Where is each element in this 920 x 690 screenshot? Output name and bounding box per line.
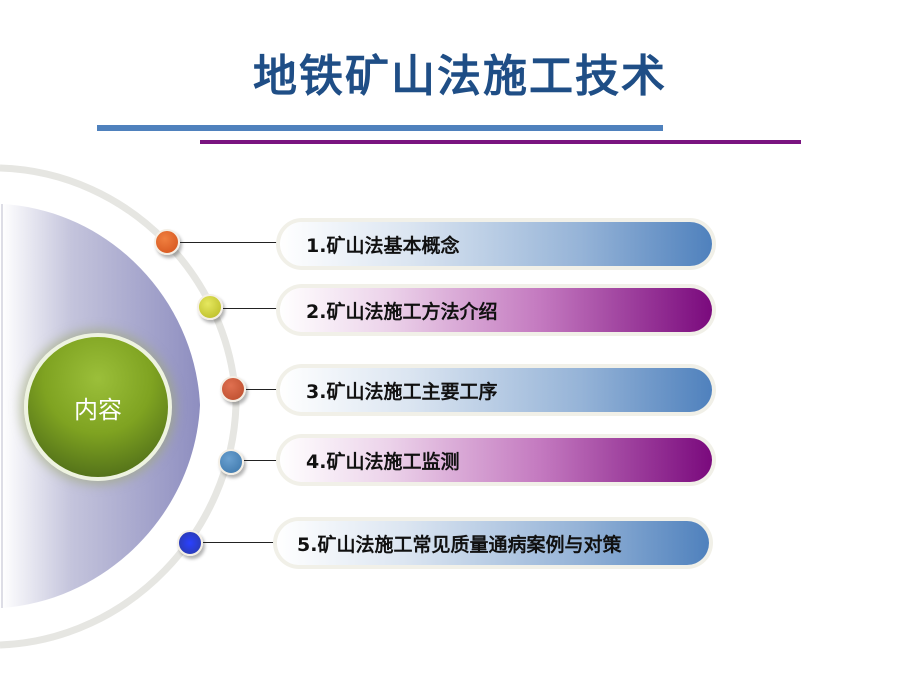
bullet-dot-4-icon <box>218 449 244 475</box>
connector-line-1 <box>180 242 280 243</box>
bullet-dot-5-icon <box>177 530 203 556</box>
title-underline-purple <box>200 140 801 144</box>
menu-item-5[interactable]: 5.矿山法施工常见质量通病案例与对策 <box>277 521 709 565</box>
title-underline-blue <box>97 125 663 131</box>
connector-line-4 <box>244 460 280 461</box>
content-center-button[interactable]: 内容 <box>24 333 172 481</box>
menu-item-3[interactable]: 3.矿山法施工主要工序 <box>280 368 712 412</box>
bullet-dot-2-icon <box>197 294 223 320</box>
menu-item-2[interactable]: 2.矿山法施工方法介绍 <box>280 288 712 332</box>
menu-item-2-label: 2.矿山法施工方法介绍 <box>306 300 498 323</box>
center-label: 内容 <box>74 395 122 424</box>
menu-item-4[interactable]: 4.矿山法施工监测 <box>280 438 712 482</box>
bullet-dot-3-icon <box>220 376 246 402</box>
slide-title: 地铁矿山法施工技术 <box>253 51 667 102</box>
menu-item-1[interactable]: 1.矿山法基本概念 <box>280 222 712 266</box>
menu-item-4-label: 4.矿山法施工监测 <box>306 450 460 473</box>
menu-item-1-label: 1.矿山法基本概念 <box>306 234 460 257</box>
connector-line-3 <box>246 389 280 390</box>
bullet-dot-1-icon <box>154 229 180 255</box>
connector-line-2 <box>223 308 280 309</box>
connector-line-5 <box>203 542 277 543</box>
menu-item-5-label: 5.矿山法施工常见质量通病案例与对策 <box>297 533 622 556</box>
menu-item-3-label: 3.矿山法施工主要工序 <box>306 380 498 403</box>
